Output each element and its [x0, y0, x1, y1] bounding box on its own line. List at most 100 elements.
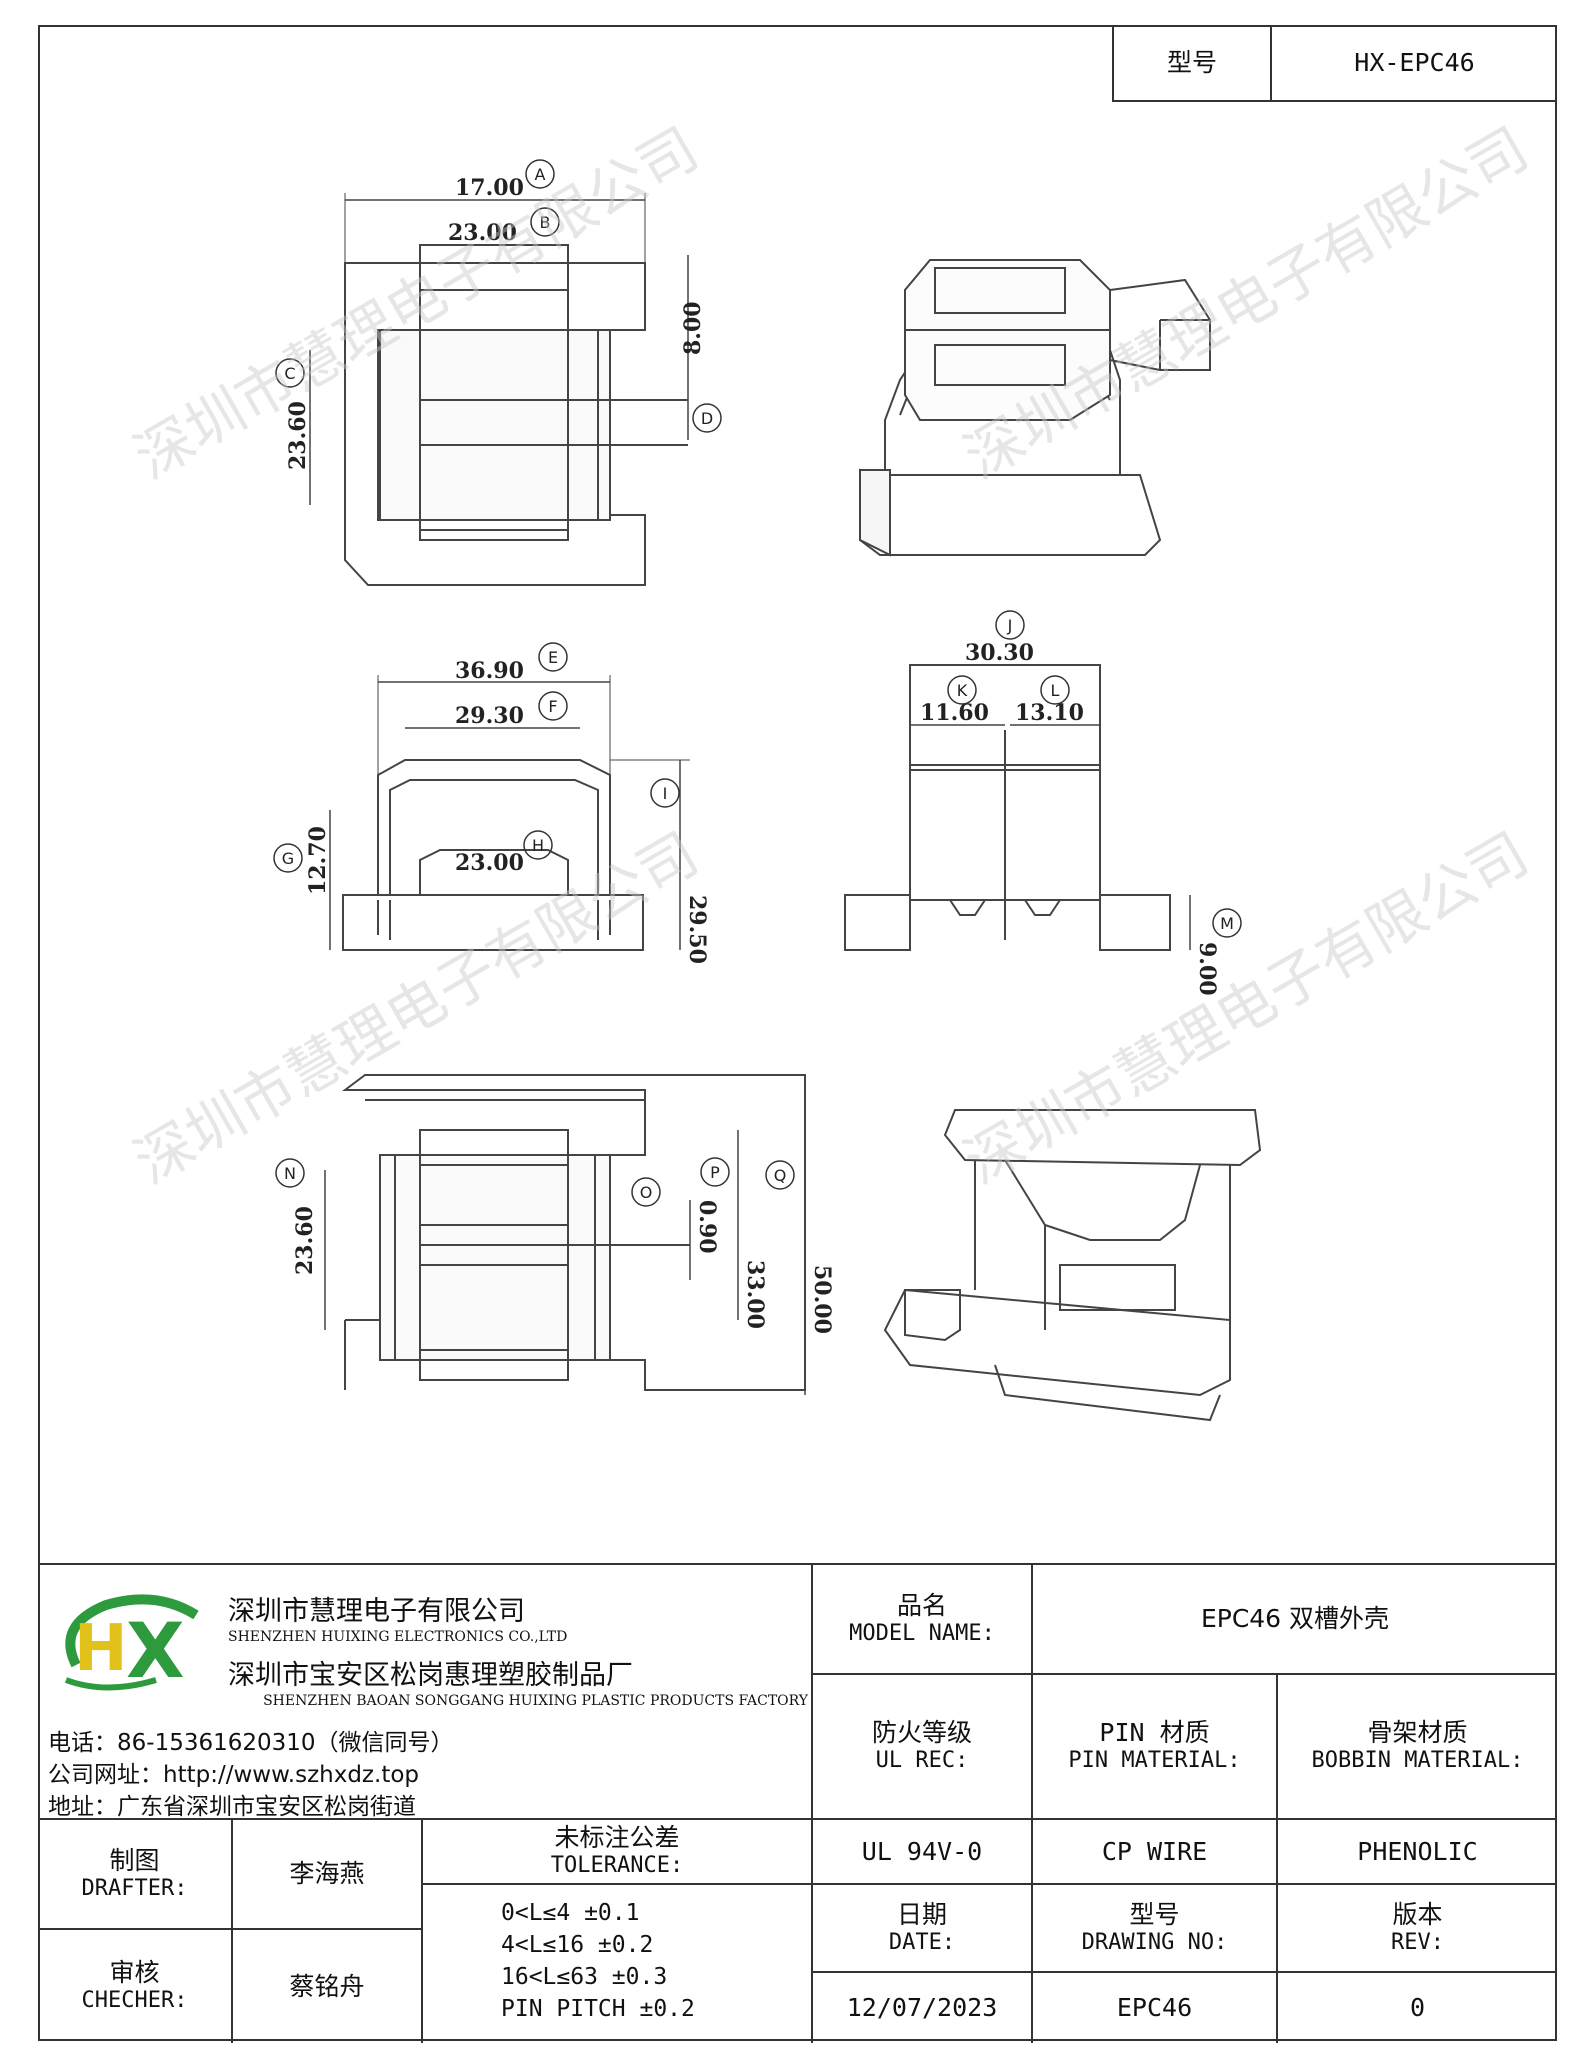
front-view [330, 675, 690, 950]
rev-label: 版本 REV: [1278, 1885, 1557, 1973]
drawing-no-value: EPC46 [1033, 1973, 1278, 2043]
pin-en: PIN MATERIAL: [1068, 1748, 1241, 1774]
bottom-view [325, 1075, 805, 1395]
company-info: H X 深圳市慧理电子有限公司 SHENZHEN HUIXING ELECTRO… [38, 1565, 813, 1820]
tolerance-label: 未标注公差 TOLERANCE: [423, 1820, 813, 1885]
dim-h: 23.00 [455, 850, 524, 876]
tolerance-cn: 未标注公差 [554, 1823, 680, 1853]
ul-label: 防火等级 UL REC: [813, 1675, 1033, 1820]
date-label: 日期 DATE: [813, 1885, 1033, 1973]
date-cn: 日期 [896, 1899, 947, 1929]
callout-n: N [284, 1164, 296, 1183]
callout-b: B [540, 213, 551, 232]
callout-l: L [1051, 681, 1060, 700]
phone: 电话：86-15361620310（微信同号） [48, 1730, 454, 1756]
dim-f: 29.30 [455, 703, 524, 729]
callout-p: P [710, 1163, 720, 1182]
callout-c: C [284, 364, 295, 383]
dim-n: 23.60 [292, 1206, 318, 1275]
bobbin-value: PHENOLIC [1278, 1820, 1557, 1885]
dim-p: 33.00 [742, 1260, 768, 1329]
callout-q: Q [774, 1166, 787, 1185]
model-name-value: EPC46 双槽外壳 [1033, 1565, 1557, 1675]
bobbin-cn: 骨架材质 [1367, 1718, 1468, 1748]
ul-en: UL REC: [875, 1748, 969, 1774]
drafter-name: 李海燕 [233, 1820, 423, 1930]
dim-i: 29.50 [684, 895, 710, 964]
dim-d: 8.00 [680, 301, 706, 355]
svg-text:H: H [74, 1612, 128, 1686]
bobbin-en: BOBBIN MATERIAL: [1311, 1748, 1524, 1774]
watermark-4: 深圳市慧理电子有限公司 [953, 819, 1540, 1197]
factory-name-cn: 深圳市宝安区松岗惠理塑胶制品厂 [228, 1660, 633, 1691]
pin-label: PIN 材质 PIN MATERIAL: [1033, 1675, 1278, 1820]
callout-k: K [957, 681, 968, 700]
iso-view-1 [860, 260, 1210, 555]
callout-o: O [640, 1183, 653, 1202]
callout-h: H [532, 836, 544, 855]
drawing-cn: 型号 [1129, 1899, 1180, 1929]
model-box: 型号 HX-EPC46 [1112, 25, 1557, 102]
address: 地址：广东省深圳市宝安区松岗街道 [48, 1794, 416, 1820]
model-label: 型号 [1114, 25, 1272, 100]
dim-a: 17.00 [455, 175, 524, 201]
dimension-labels: 17.00 23.00 8.00 23.60 36.90 29.30 23.00… [285, 175, 1220, 1334]
tolerance-line: 16<L≤63 ±0.3 [501, 1964, 668, 1990]
model-value: HX-EPC46 [1354, 47, 1475, 77]
model-name-label: 品名 MODEL NAME: [813, 1565, 1033, 1675]
dim-b: 23.00 [448, 220, 517, 246]
callout-m: M [1220, 914, 1234, 933]
rev-value: 0 [1409, 1993, 1426, 2022]
dim-m: 9.00 [1194, 942, 1220, 996]
rev-cn: 版本 [1392, 1899, 1443, 1929]
dim-k: 11.60 [920, 700, 989, 726]
date-value: 12/07/2023 [813, 1973, 1033, 2043]
drawing-en: DRAWING NO: [1081, 1929, 1228, 1955]
drawing-no-label: 型号 DRAWING NO: [1033, 1885, 1278, 1973]
checker-cn: 审核 [109, 1958, 160, 1988]
drafter-label: 制图 DRAFTER: [38, 1820, 233, 1930]
iso-view-2 [885, 1110, 1260, 1420]
tolerance-line: PIN PITCH ±0.2 [501, 1996, 695, 2022]
company-logo: H X [46, 1585, 211, 1695]
watermark-3: 深圳市慧理电子有限公司 [123, 819, 710, 1197]
tolerance-line: 4<L≤16 ±0.2 [501, 1932, 654, 1958]
company-name-cn: 深圳市慧理电子有限公司 [228, 1596, 525, 1627]
callout-letters [273, 159, 1242, 1207]
dim-e: 36.90 [455, 658, 524, 684]
bobbin-label: 骨架材质 BOBBIN MATERIAL: [1278, 1675, 1557, 1820]
dim-g: 12.70 [305, 826, 331, 895]
rev-en: REV: [1391, 1929, 1444, 1955]
title-block: H X 深圳市慧理电子有限公司 SHENZHEN HUIXING ELECTRO… [38, 1563, 1557, 2043]
ul-value: UL 94V-0 [813, 1820, 1033, 1885]
top-view [310, 193, 688, 585]
dim-c: 23.60 [285, 401, 311, 470]
callout-d: D [701, 409, 713, 428]
callout-a: A [535, 165, 546, 184]
ul-cn: 防火等级 [871, 1718, 972, 1748]
checker-label: 审核 CHECHER: [38, 1930, 233, 2043]
callout-j: J [1007, 616, 1013, 635]
dim-q: 50.00 [809, 1265, 835, 1334]
callout-g: G [282, 849, 294, 868]
technical-drawing: 17.00 23.00 8.00 23.60 36.90 29.30 23.00… [123, 114, 1540, 1560]
callout-f: F [548, 697, 557, 716]
watermarks: 深圳市慧理电子有限公司 深圳市慧理电子有限公司 深圳市慧理电子有限公司 深圳市慧… [123, 114, 1540, 1197]
website: 公司网址：http://www.szhxdz.top [48, 1762, 420, 1788]
tolerance-table: 0<L≤4 ±0.1 4<L≤16 ±0.2 16<L≤63 ±0.3 PIN … [423, 1885, 813, 2043]
dim-o: 0.90 [694, 1200, 720, 1254]
tolerance-line: 0<L≤4 ±0.1 [501, 1900, 640, 1926]
company-name-en: SHENZHEN HUIXING ELECTRONICS CO.,LTD [228, 1629, 568, 1645]
date-en: DATE: [888, 1929, 956, 1955]
drafter-en: DRAFTER: [81, 1875, 188, 1901]
checker-name: 蔡铭舟 [233, 1930, 423, 2043]
drafter-cn: 制图 [109, 1845, 160, 1875]
model-name-cn: 品名 [896, 1590, 947, 1620]
model-name-en: MODEL NAME: [849, 1620, 995, 1646]
factory-name-en: SHENZHEN BAOAN SONGGANG HUIXING PLASTIC … [263, 1693, 808, 1709]
checker-en: CHECHER: [81, 1988, 188, 2014]
pin-value: CP WIRE [1033, 1820, 1278, 1885]
tolerance-en: TOLERANCE: [550, 1853, 684, 1879]
dim-j: 30.30 [965, 640, 1034, 666]
callout-e: E [548, 648, 558, 667]
